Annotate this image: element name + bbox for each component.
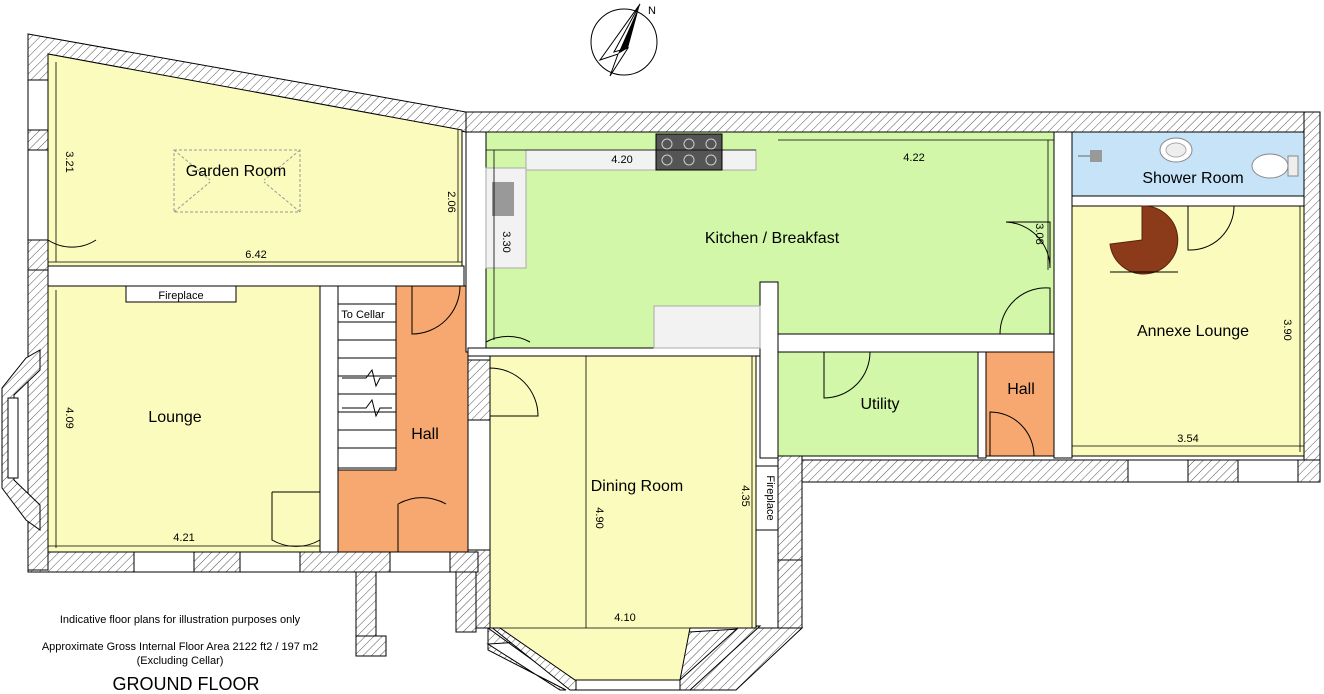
north-letter: N xyxy=(648,5,656,17)
skylight-icon xyxy=(173,149,301,213)
annexe-lounge-label: Annexe Lounge xyxy=(1137,323,1249,340)
fireplace-dining xyxy=(755,465,779,531)
garden-room-label: Garden Room xyxy=(186,163,287,180)
dim-kitchen-right-width: 4.22 xyxy=(903,152,924,164)
fireplace-dining-label: Fireplace xyxy=(764,475,776,520)
fireplace-lounge-label: Fireplace xyxy=(158,290,203,302)
dim-annexe-width: 3.54 xyxy=(1177,433,1198,445)
spiral-stair-icon xyxy=(1109,205,1179,275)
hall-main-label: Hall xyxy=(411,426,439,443)
dim-dining-right-height: 4.35 xyxy=(739,485,751,506)
hall-annexe-label: Hall xyxy=(1007,381,1035,398)
excluding-note: (Excluding Cellar) xyxy=(137,655,224,667)
dining-room-label: Dining Room xyxy=(591,478,683,495)
shower-icon xyxy=(1078,150,1102,162)
doors xyxy=(47,196,1235,552)
disclaimer-note: Indicative floor plans for illustration … xyxy=(60,614,301,626)
utility-label: Utility xyxy=(860,396,899,413)
dim-kitchen-left-height: 3.30 xyxy=(500,231,512,252)
lounge-label: Lounge xyxy=(148,409,201,426)
north-arrow-icon: N xyxy=(590,3,658,77)
dim-kitchen-right-height: 3.08 xyxy=(1033,223,1045,244)
dimension-lines xyxy=(48,62,1304,629)
area-note: Approximate Gross Internal Floor Area 21… xyxy=(42,641,318,653)
dim-annexe-height: 3.90 xyxy=(1281,319,1293,340)
to-cellar-label: To Cellar xyxy=(341,309,385,321)
fireplace-lounge xyxy=(125,285,237,303)
dim-garden-right-height: 2.06 xyxy=(445,191,457,212)
dim-dining-width: 4.10 xyxy=(614,612,635,624)
internal-walls xyxy=(47,131,1305,553)
dim-garden-width: 6.42 xyxy=(245,249,266,261)
windows xyxy=(7,79,1299,691)
dim-dining-height: 4.90 xyxy=(593,507,605,528)
toilet-icon xyxy=(1251,153,1299,179)
floor-title: GROUND FLOOR xyxy=(112,674,259,694)
cellar-stairs xyxy=(337,285,397,469)
kitchen-label: Kitchen / Breakfast xyxy=(705,230,840,247)
dim-kitchen-left-width: 4.20 xyxy=(611,154,632,166)
lounge-area xyxy=(47,285,321,553)
dim-lounge-width: 4.21 xyxy=(173,532,194,544)
annexe-hall-area xyxy=(985,351,1055,457)
shower-room-label: Shower Room xyxy=(1142,170,1243,187)
dim-lounge-height: 4.09 xyxy=(63,407,75,428)
hob-icon xyxy=(655,133,723,171)
shower-fixtures xyxy=(1078,137,1299,179)
utility-area xyxy=(777,351,979,457)
sink-icon xyxy=(1159,137,1193,163)
dim-garden-height: 3.21 xyxy=(63,151,75,172)
